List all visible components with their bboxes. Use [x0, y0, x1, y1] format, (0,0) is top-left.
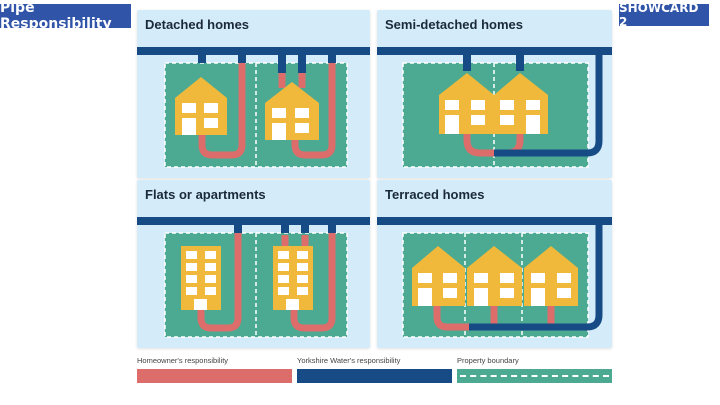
panel-title: Terraced homes — [385, 187, 485, 202]
house-icon — [494, 73, 548, 134]
apartment-building-icon — [181, 246, 221, 310]
semi-detached-homes-diagram — [377, 47, 612, 168]
panel-title: Flats or apartments — [145, 187, 266, 202]
legend-swatch-homeowner — [137, 369, 292, 383]
water-pipe — [198, 47, 206, 63]
homeowner-pipe — [433, 300, 469, 331]
detached-homes-diagram — [137, 47, 370, 168]
house-icon — [439, 73, 494, 134]
water-pipe — [234, 217, 242, 233]
water-pipe — [516, 47, 524, 71]
legend-label-property-boundary: Property boundary — [457, 356, 519, 365]
panel-title: Detached homes — [145, 17, 250, 32]
legend-swatch-property-boundary — [457, 369, 612, 383]
shared-water-pipe — [494, 53, 603, 157]
water-main — [377, 47, 612, 55]
homeowner-pipe — [197, 233, 242, 332]
apartment-building-icon — [273, 246, 313, 310]
legend-swatch-yorkshire-water — [297, 369, 452, 383]
flats-apartments-diagram — [137, 217, 370, 338]
legend-label-homeowner: Homeowner's responsibility — [137, 356, 229, 365]
water-main — [137, 217, 370, 225]
homeowner-pipe — [463, 120, 494, 157]
house-icon — [467, 246, 522, 306]
legend-label-yorkshire-water: Yorkshire Water's responsibility — [297, 356, 401, 365]
property-boundary — [402, 232, 589, 338]
water-pipe — [238, 47, 246, 63]
water-pipe — [328, 47, 336, 63]
panel-terraced-homes: Terraced homes — [377, 180, 612, 348]
page-title: Pipe Responsibility — [0, 0, 131, 32]
property-boundary — [402, 62, 589, 168]
water-pipe — [463, 47, 471, 71]
house-icon — [412, 246, 465, 306]
water-pipe — [281, 217, 289, 233]
panel-flats-apartments: Flats or apartments — [137, 180, 370, 348]
house-icon — [524, 246, 578, 306]
water-pipe — [328, 217, 336, 233]
water-pipe — [301, 217, 309, 233]
terraced-homes-diagram — [377, 217, 612, 338]
showcard-badge: SHOWCARD 2 — [619, 1, 709, 29]
water-main — [137, 47, 370, 55]
water-pipe — [298, 47, 306, 73]
house-icon — [265, 82, 319, 140]
house-icon — [175, 77, 227, 135]
panel-title: Semi-detached homes — [385, 17, 523, 32]
water-main — [377, 217, 612, 225]
homeowner-pipe — [291, 63, 336, 159]
shared-water-pipe — [469, 223, 603, 331]
panel-detached-homes: Detached homes — [137, 10, 370, 178]
panel-semi-detached-homes: Semi-detached homes — [377, 10, 612, 178]
homeowner-pipe — [198, 63, 246, 159]
water-pipe — [278, 47, 286, 73]
homeowner-pipe — [290, 233, 336, 332]
